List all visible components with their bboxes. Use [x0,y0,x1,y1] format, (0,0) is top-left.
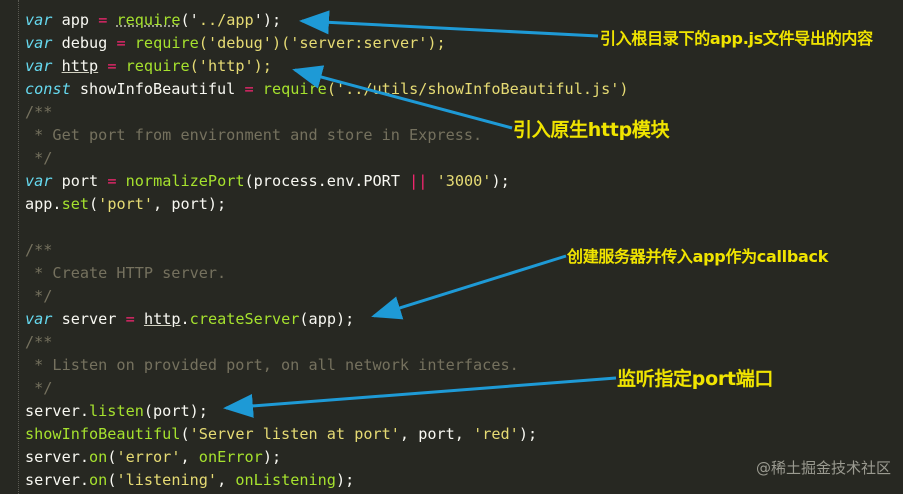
argument: , port, [399,425,464,443]
identifier: server. [25,471,90,489]
identifier: server [61,310,117,328]
punctuation: , [180,448,190,466]
string-literal: '3000' [436,172,492,190]
function-name: require [116,11,181,29]
function-name: showInfoBeautiful [25,425,181,443]
identifier: server. [25,448,90,466]
code-line-9: showInfoBeautiful('Server listen at port… [25,423,537,446]
identifier: app [61,11,90,29]
watermark: @稀土掘金技术社区 [755,459,891,477]
code-line-8: server.listen(port); [25,400,208,423]
indent-guide [18,0,19,494]
comment-line: * Create HTTP server. [25,264,227,282]
punctuation: ); [335,471,355,489]
operator: = [107,172,117,190]
string-literal: 'error' [116,448,181,466]
code-line-5: var port = normalizePort(process.env.POR… [25,170,510,193]
function-name: listen [89,402,144,420]
operator: = [107,57,117,75]
identifier: http [61,57,99,75]
punctuation: ( [180,425,190,443]
function-name: onListening [235,471,336,489]
operator: = [125,310,135,328]
identifier: app. [25,195,62,213]
comment-line: */ [25,287,53,305]
comment-line: /** [25,241,53,259]
keyword: const [25,80,71,98]
keyword: var [25,34,53,52]
function-name: on [89,471,108,489]
string-literal: 'Server listen at port' [189,425,400,443]
code-line-4: const showInfoBeautiful = require('../ut… [25,78,629,101]
comment-line: /** [25,333,53,351]
identifier: server. [25,402,90,420]
code-line-6: app.set('port', port); [25,193,226,216]
function-name: normalizePort [125,172,245,190]
string-literal: 'listening' [116,471,218,489]
comment-line: * Get port from environment and store in… [25,126,483,144]
identifier: http [143,310,181,328]
function-name: createServer [189,310,300,328]
punctuation: , [217,471,227,489]
operator: || [409,172,428,190]
argument: , port); [153,195,227,213]
code-line-1: var app = require('../app'); [25,9,281,32]
code-line-3: var http = require('http'); [25,55,272,78]
arrow-4 [223,376,617,418]
comment-line: /** [25,103,53,121]
punctuation: (' [180,11,199,29]
string-literal: ('debug') [198,34,282,52]
keyword: var [25,310,53,328]
comment-line: * Listen on provided port, on all networ… [25,356,519,374]
argument: (app); [299,310,355,328]
string-literal: ('http'); [189,57,272,75]
function-name: require [134,34,199,52]
function-name: require [125,57,190,75]
code-line-2: var debug = require('debug')('server:ser… [25,32,446,55]
string-literal: ('../utils/showInfoBeautiful.js') [326,80,629,98]
operator: = [98,11,108,29]
string-literal: 'port' [98,195,154,213]
keyword: var [25,172,53,190]
function-name: onError [198,448,263,466]
argument: (process.env.PORT [244,172,400,190]
punctuation: ); [262,448,282,466]
annotation-http-module: 引入原生http模块 [513,119,670,141]
string-literal: 'red' [473,425,519,443]
annotation-listen-port: 监听指定port端口 [617,368,774,390]
identifier: port [61,172,99,190]
comment-line: */ [25,149,53,167]
string-literal: ../app [198,11,254,29]
arrow-2 [292,65,513,130]
keyword: var [25,57,53,75]
comment-line: */ [25,379,53,397]
function-name: set [61,195,90,213]
operator: = [116,34,126,52]
identifier: showInfoBeautiful [79,80,236,98]
annotation-create-server: 创建服务器并传入app作为callback [567,247,829,266]
arrow-3 [371,254,567,320]
punctuation: . [180,310,190,328]
keyword: var [25,11,53,29]
punctuation: ( [89,195,99,213]
punctuation: '); [253,11,282,29]
arrow-1 [299,10,599,38]
punctuation: ); [491,172,510,190]
code-line-11: server.on('listening', onListening); [25,469,354,492]
code-line-7: var server = http.createServer(app); [25,308,354,331]
annotation-app-import: 引入根目录下的app.js文件导出的内容 [600,29,873,48]
identifier: debug [61,34,108,52]
string-literal: ('server:server'); [281,34,446,52]
operator: = [244,80,254,98]
code-line-10: server.on('error', onError); [25,446,281,469]
function-name: on [89,448,108,466]
punctuation: ( [107,471,117,489]
argument: (port); [143,402,208,420]
punctuation: ( [107,448,117,466]
punctuation: ); [518,425,538,443]
